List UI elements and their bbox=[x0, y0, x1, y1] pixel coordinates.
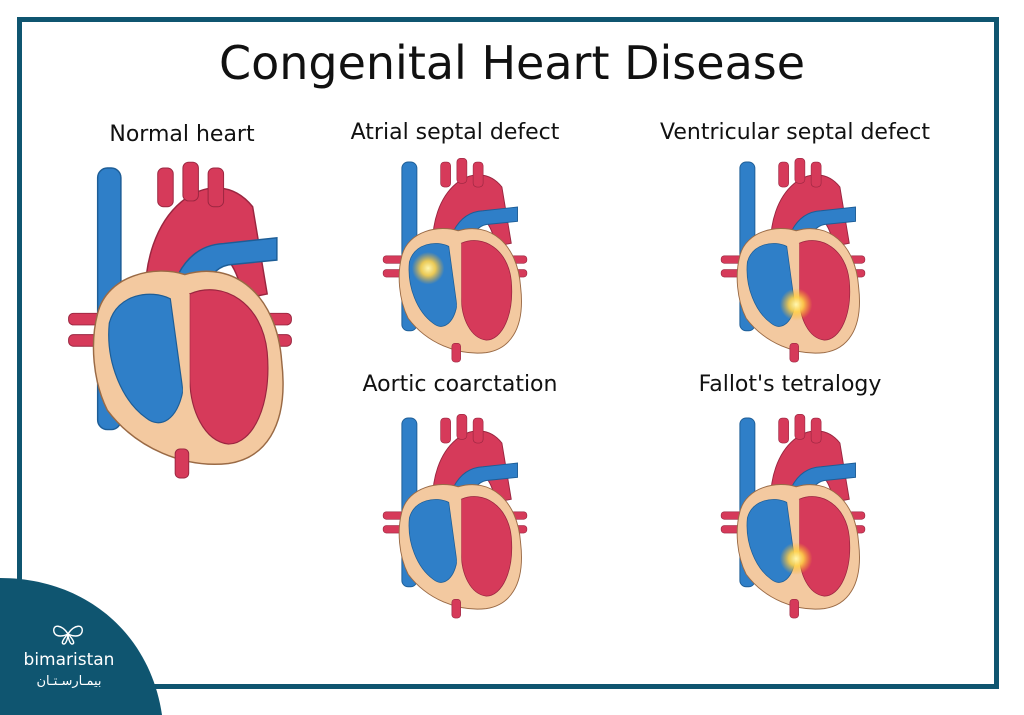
defect-glow-atrial bbox=[411, 252, 445, 285]
defect-glow-fallot bbox=[779, 542, 813, 575]
ventricular-septal-defect-illustration bbox=[720, 157, 866, 363]
panel-label-atrial-septal-defect: Atrial septal defect bbox=[350, 120, 560, 145]
panel-label-ventricular-septal-defect: Ventricular septal defect bbox=[660, 120, 930, 145]
panel-label-aortic-coarctation: Aortic coarctation bbox=[362, 372, 558, 397]
normal-heart-illustration bbox=[67, 161, 293, 479]
page-title: Congenital Heart Disease bbox=[218, 36, 806, 90]
panel-label-normal-heart: Normal heart bbox=[109, 122, 255, 147]
aortic-coarctation-illustration bbox=[382, 413, 528, 619]
butterfly-logo-icon bbox=[53, 625, 83, 645]
defect-glow-ventricular bbox=[779, 288, 813, 321]
brand-corner-shape bbox=[0, 578, 162, 715]
atrial-septal-defect-illustration bbox=[382, 157, 528, 363]
fallots-tetralogy-illustration bbox=[720, 413, 866, 619]
brand-name-arabic: بيمـارسـتـان bbox=[36, 674, 102, 689]
panel-label-fallots-tetralogy: Fallot's tetralogy bbox=[698, 372, 882, 397]
brand-name: bimaristan bbox=[23, 650, 115, 670]
